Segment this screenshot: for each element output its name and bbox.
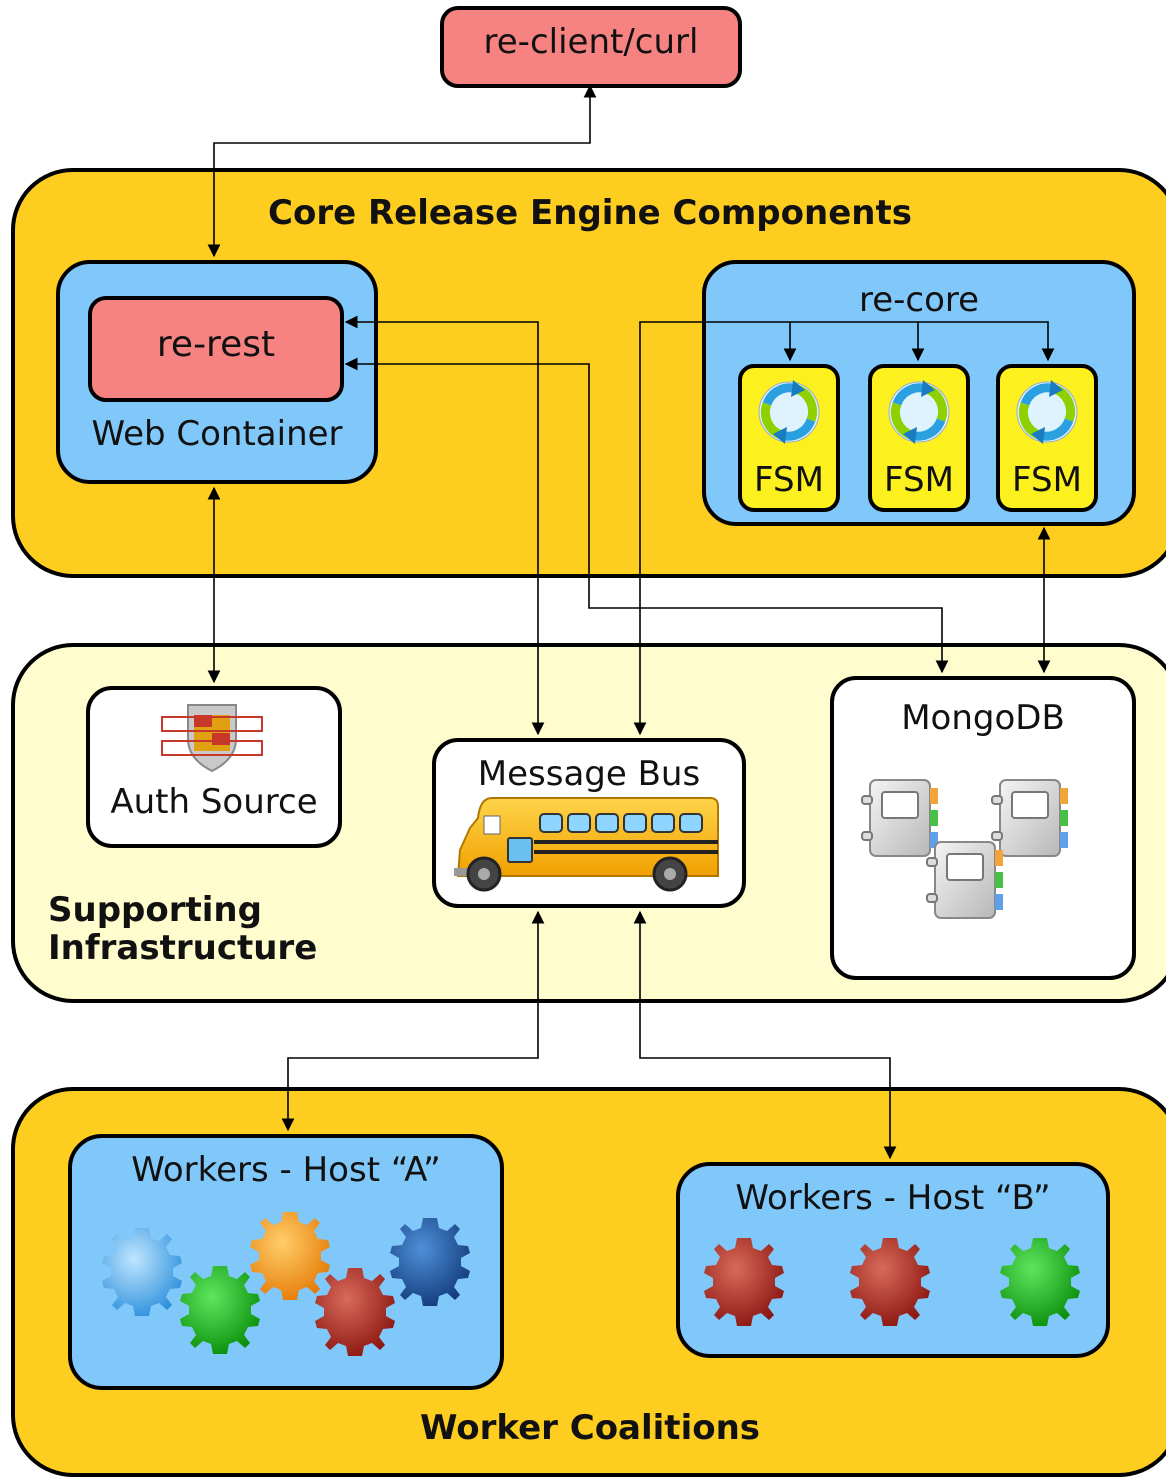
auth-source-label: Auth Source (110, 782, 318, 822)
connector-rest-bus (344, 315, 545, 736)
message-bus-label: Message Bus (477, 754, 701, 794)
client-box (440, 6, 742, 88)
fsm-cycle-icon-2 (889, 380, 949, 444)
web-container-label: Web Container (91, 414, 343, 454)
connector-core-fsm3 (918, 321, 1055, 362)
infra-title-line2: Infrastructure (48, 928, 318, 968)
mongodb-label: MongoDB (901, 698, 1065, 738)
gear-icon-navy (390, 1218, 470, 1306)
workers-host-b-label: Workers - Host “B” (735, 1178, 1051, 1218)
fsm-label-3: FSM (1012, 460, 1082, 500)
connector-core-bus (633, 321, 790, 736)
fsm-cycle-icon-1 (759, 380, 819, 444)
gear-icon-orange (250, 1212, 330, 1300)
database-icon-1 (861, 779, 939, 857)
workers-host-a-label: Workers - Host “A” (131, 1150, 441, 1190)
connector-core-fsm2 (790, 321, 925, 362)
client-label: re-client/curl (483, 22, 699, 62)
re-rest-label: re-rest (156, 324, 276, 365)
connector-bus-host-b (633, 910, 897, 1160)
gear-icon-green (180, 1266, 260, 1354)
connector-bus-host-a (281, 910, 545, 1132)
database-icon-2 (991, 779, 1069, 857)
re-rest-box (88, 296, 344, 402)
auth-shield-icon (161, 704, 263, 773)
gear-icon-red-b1 (704, 1238, 784, 1326)
connector-rest-mongo (344, 357, 949, 674)
workers-title: Worker Coalitions (419, 1408, 761, 1448)
gear-icon-red (315, 1268, 395, 1356)
fsm-cycle-icon-3 (1017, 380, 1077, 444)
gear-icon-light-blue (102, 1228, 182, 1316)
connector-client-web (207, 84, 597, 258)
school-bus-icon (454, 797, 719, 892)
infra-title-line1: Supporting (48, 890, 262, 930)
gear-icon-red-b2 (850, 1238, 930, 1326)
gear-icon-green-b (1000, 1238, 1080, 1326)
re-core-label: re-core (858, 280, 980, 320)
database-icon-3 (926, 841, 1004, 919)
